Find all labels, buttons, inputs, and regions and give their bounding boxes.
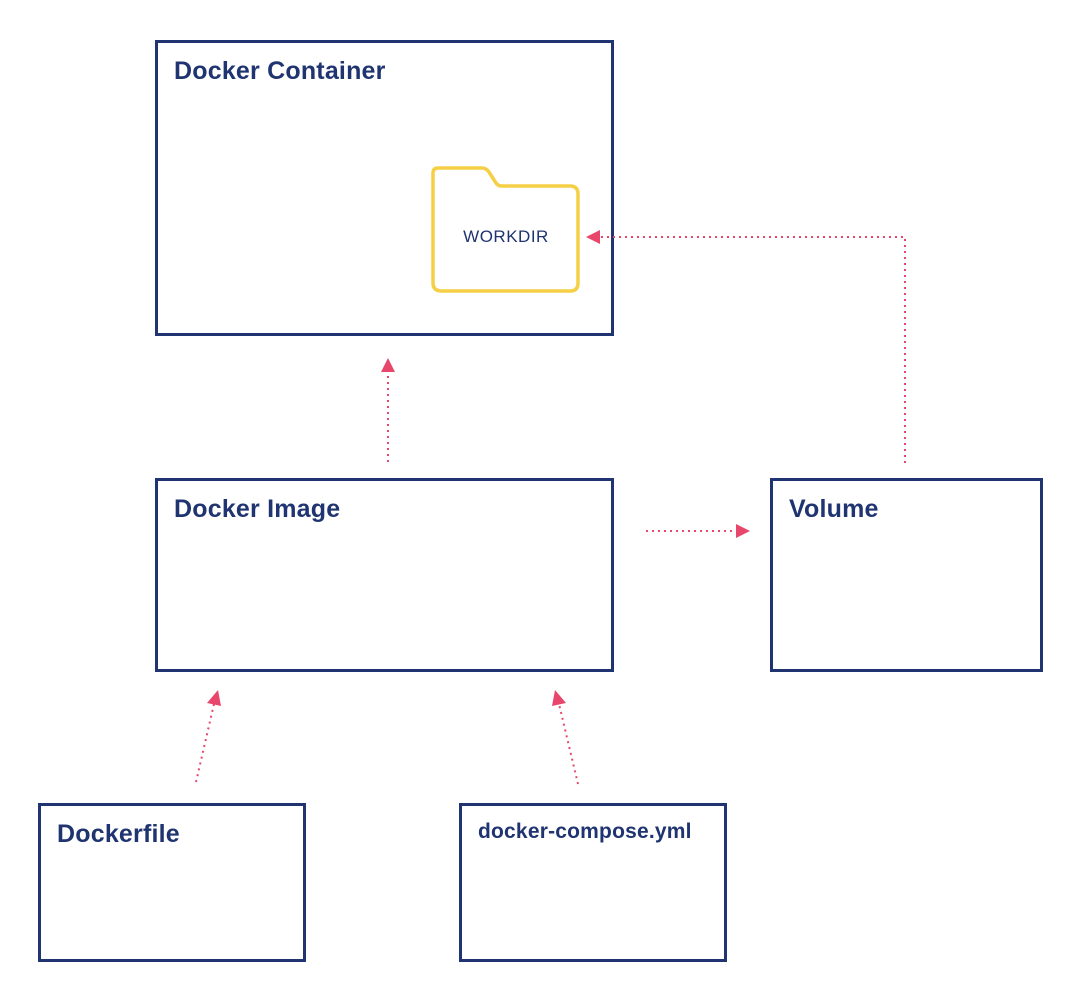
arrow-compose-to-image xyxy=(552,690,579,785)
docker-compose-box: docker-compose.yml xyxy=(459,803,727,962)
folder-icon xyxy=(431,166,580,293)
dockerfile-title: Dockerfile xyxy=(57,820,180,848)
volume-box: Volume xyxy=(770,478,1043,672)
docker-container-title: Docker Container xyxy=(174,57,386,85)
volume-title: Volume xyxy=(789,495,879,523)
dockerfile-box: Dockerfile xyxy=(38,803,306,962)
docker-compose-title: docker-compose.yml xyxy=(478,820,692,843)
arrow-volume-to-workdir xyxy=(586,230,906,463)
arrow-dockerfile-to-image xyxy=(195,690,221,783)
arrow-image-to-volume xyxy=(646,524,750,538)
arrow-image-to-container xyxy=(381,358,395,462)
workdir-folder-icon: WORKDIR xyxy=(430,165,582,293)
docker-image-box: Docker Image xyxy=(155,478,614,672)
workdir-label: WORKDIR xyxy=(463,227,549,246)
docker-image-title: Docker Image xyxy=(174,495,341,523)
